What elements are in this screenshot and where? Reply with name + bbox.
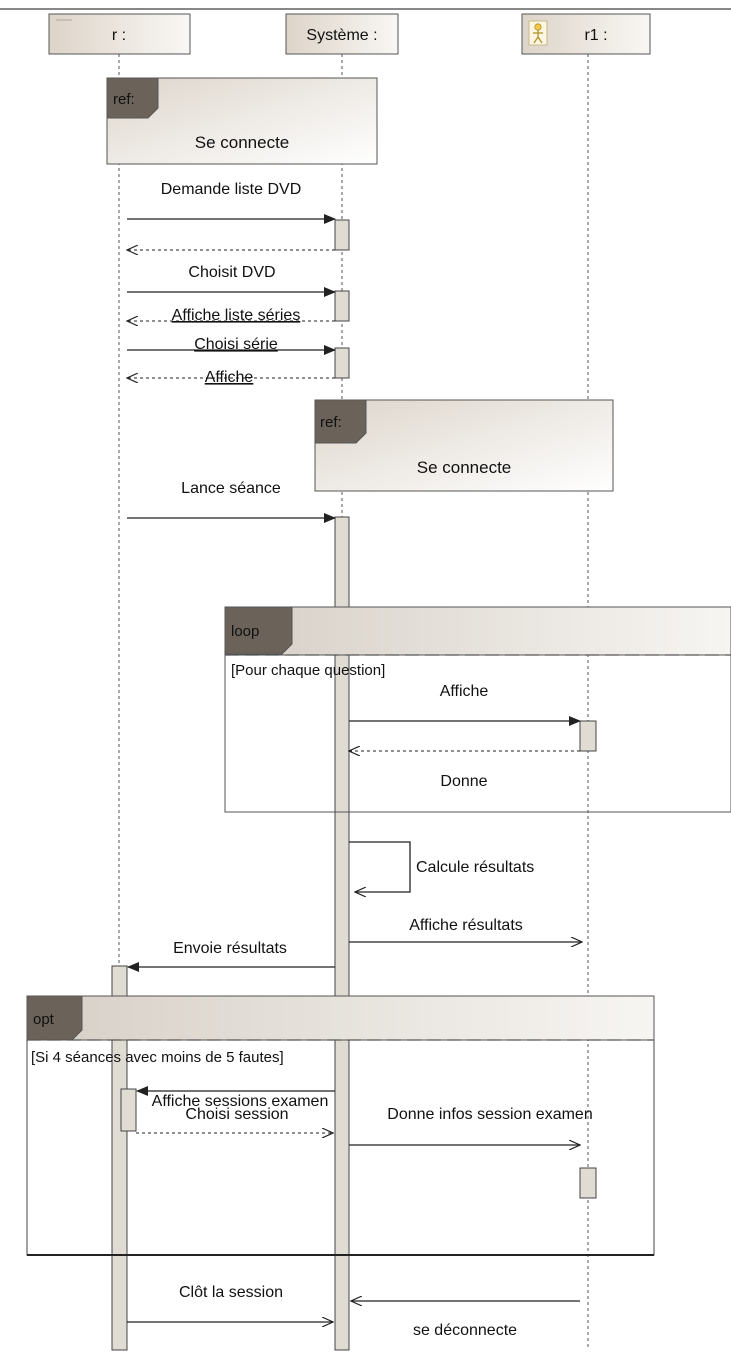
message-label: Envoie résultats xyxy=(173,940,287,957)
loop-guard: [Pour chaque question] xyxy=(231,662,385,679)
lifeline-header-r: r : xyxy=(48,13,191,55)
message-label: Demande liste DVD xyxy=(161,181,302,198)
message-label: Affiche résultats xyxy=(409,917,523,934)
activation-bar xyxy=(579,1167,597,1199)
ref-text: Se connecte xyxy=(417,458,512,477)
loop-fragment: loop [Pour chaque question] xyxy=(224,606,731,813)
activation-bar xyxy=(334,219,350,251)
activation-bar xyxy=(334,347,350,379)
message-label: Choisit DVD xyxy=(188,264,275,281)
lifeline-header-systeme: Système : xyxy=(285,13,399,55)
message-label: Clôt la session xyxy=(179,1284,283,1301)
ref-tag: ref: xyxy=(320,414,342,431)
message-label: Lance séance xyxy=(181,480,281,497)
activation-bar xyxy=(579,720,597,752)
message-label: Choisi session xyxy=(185,1106,288,1123)
opt-fragment: opt [Si 4 séances avec moins de 5 fautes… xyxy=(26,995,655,1256)
message-label: se déconnecte xyxy=(413,1322,517,1339)
self-message-arrow xyxy=(349,841,411,892)
activation-bar-systeme-main xyxy=(334,516,350,1351)
activation-bar xyxy=(120,1088,137,1132)
message-label: Affiche sessions examen xyxy=(152,1093,329,1110)
lifeline-header-r1: r1 : xyxy=(521,13,651,55)
loop-tag: loop xyxy=(231,623,259,640)
lifeline-label-r1: r1 : xyxy=(584,27,607,44)
message-label: Affiche xyxy=(440,683,489,700)
message-label: Affiche liste séries xyxy=(172,307,301,324)
message-label: Affiche xyxy=(205,369,254,386)
lifeline-label-r: r : xyxy=(112,27,126,44)
opt-tag: opt xyxy=(33,1011,55,1028)
ref-tag: ref: xyxy=(113,91,135,108)
ref-fragment-se-connecte-1: ref: Se connecte xyxy=(106,77,378,165)
message-label: Calcule résultats xyxy=(416,859,534,876)
lifeline-label-systeme: Système : xyxy=(306,27,377,44)
ref-fragment-se-connecte-2: ref: Se connecte xyxy=(314,399,614,492)
ref-text: Se connecte xyxy=(195,133,290,152)
message-label: Donne xyxy=(440,773,487,790)
message-label: Donne infos session examen xyxy=(387,1106,592,1123)
opt-guard: [Si 4 séances avec moins de 5 fautes] xyxy=(31,1049,284,1066)
actor-icon xyxy=(528,20,548,46)
message-label: Choisi série xyxy=(194,336,278,353)
activation-bar xyxy=(334,290,350,322)
